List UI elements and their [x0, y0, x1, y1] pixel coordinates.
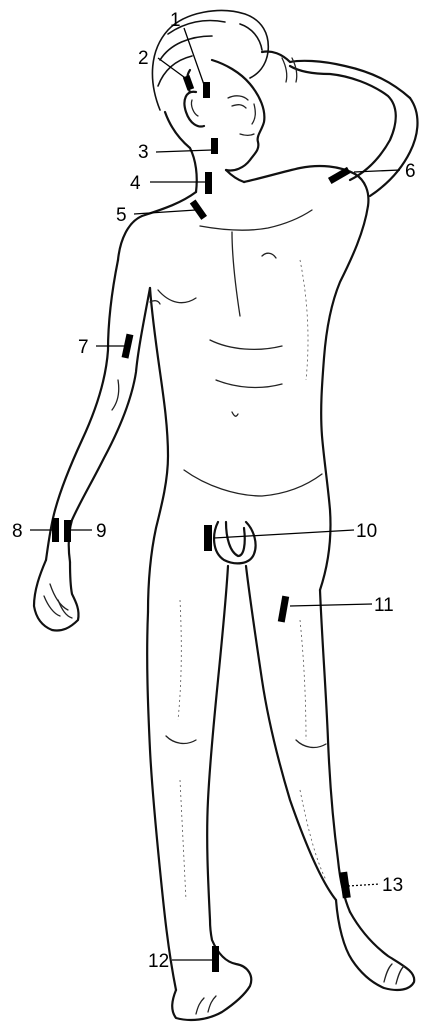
leader-line-3: [156, 150, 212, 152]
human-figure-outline: [34, 11, 418, 1020]
point-label-10: 10: [356, 521, 377, 542]
leader-line-5: [134, 210, 196, 214]
leader-line-10: [214, 530, 354, 538]
leader-line-6: [354, 170, 400, 172]
marker-6: [328, 167, 351, 184]
point-label-3: 3: [138, 142, 149, 163]
marker-4: [205, 172, 212, 194]
point-label-7: 7: [78, 337, 89, 358]
point-label-6: 6: [405, 161, 416, 182]
point-label-9: 9: [96, 521, 107, 542]
point-label-8: 8: [12, 521, 23, 542]
point-label-5: 5: [116, 205, 127, 226]
marker-1: [203, 82, 210, 98]
point-label-11: 11: [374, 595, 394, 616]
leader-line-13: [348, 884, 380, 886]
marker-13: [339, 872, 351, 899]
point-label-2: 2: [138, 48, 149, 69]
marker-2: [183, 75, 194, 91]
point-label-1: 1: [170, 10, 181, 31]
marker-10: [204, 525, 212, 551]
marker-9: [64, 520, 71, 542]
marker-8: [52, 518, 59, 542]
leader-line-11: [290, 604, 372, 606]
point-label-4: 4: [130, 173, 141, 194]
point-label-12: 12: [148, 951, 169, 972]
point-labels: 1 2 3 4 5 6 7 8 9 10 11 12 13: [12, 10, 416, 972]
marker-11: [278, 596, 289, 623]
marker-3: [211, 138, 218, 154]
marker-12: [212, 946, 219, 972]
point-label-13: 13: [382, 875, 403, 896]
marker-group: [30, 28, 400, 972]
